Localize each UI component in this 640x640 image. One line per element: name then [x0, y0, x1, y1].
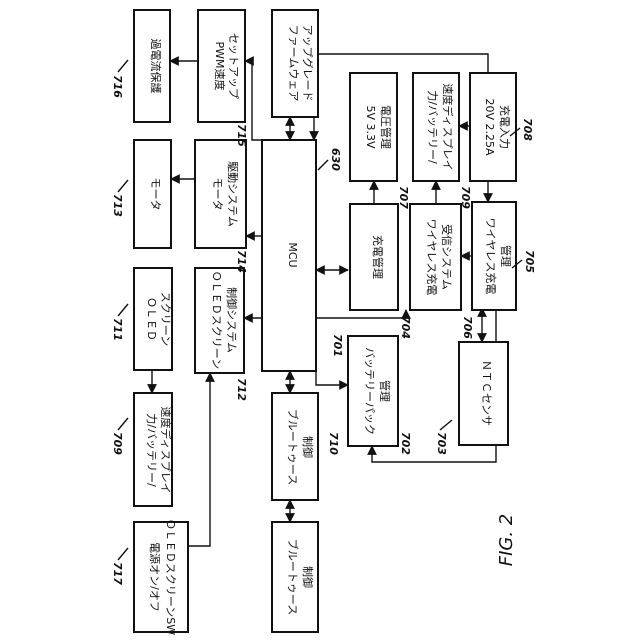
block-label-1: 電源オン/オフ [148, 542, 162, 612]
block-mcu: MCU [262, 140, 316, 371]
block-voltage-management: 5V 3.3V 電圧管理 [350, 73, 397, 181]
block-display-left: 力/バッテリー/ 速度ディスプレイ [134, 393, 173, 506]
ref-704: 704 [399, 316, 412, 339]
block-label-2: 受信システム [440, 224, 453, 290]
ref-705: 705 [523, 250, 536, 273]
block-overcurrent-protection: 過電流保護 [134, 10, 170, 122]
block-charge-input: 20V 2.25A 充電入力 [470, 73, 516, 181]
ref-714: 714 [235, 250, 248, 273]
ref-709-right: 709 [459, 186, 472, 209]
ref-710: 710 [327, 432, 340, 455]
block-label-1: ＯＬＥＤスクリーン [210, 271, 223, 369]
block-label: モータ [149, 178, 162, 211]
block-label: 充電管理 [371, 235, 385, 279]
block-oled-screen: ＯＬＥＤ スクリーン [134, 268, 172, 370]
block-label-2: 制御 [301, 436, 315, 458]
block-label-2: 電圧管理 [379, 105, 393, 149]
block-label-1: ブルートゥース [286, 409, 300, 485]
ref-630: 630 [329, 148, 342, 171]
block-label-1: ワイヤレス充電 [425, 219, 439, 296]
ref-703: 703 [435, 432, 448, 455]
figure-label: FIG. 2 [496, 514, 517, 567]
block-label-2: スクリーン [159, 292, 172, 346]
ref-706: 706 [461, 316, 474, 339]
block-label-2: セットアップ [227, 33, 240, 99]
block-ntc-sensor: ＮＴＣセンサ [459, 342, 508, 445]
block-label-1: 力/バッテリー/ [426, 90, 439, 164]
block-label-2: ＯＬＥＤスクリーンSW [164, 519, 177, 635]
ref-715: 715 [235, 124, 248, 147]
ref-709-left: 709 [111, 432, 124, 455]
block-motor: モータ [134, 140, 171, 248]
block-label-2: 管理 [499, 245, 513, 267]
block-pwm-speed-setup: PWM速度 セットアップ [198, 10, 245, 122]
block-charge-management: 充電管理 [350, 204, 398, 310]
block-label: MCU [286, 242, 299, 267]
block-label-1: ファームウェア [287, 25, 300, 102]
block-label-2: 管理 [378, 380, 392, 402]
block-label-1: バッテリーパック [363, 347, 376, 435]
block-label: 過電流保護 [149, 39, 163, 94]
block-bluetooth-control-2: ブルートゥース 制御 [272, 522, 318, 632]
block-label-2: 駆動システム [226, 161, 240, 227]
block-label-1: ブルートゥース [286, 539, 300, 615]
ref-716: 716 [111, 75, 124, 98]
block-wireless-management: ワイヤレス充電 管理 [472, 202, 516, 310]
ref-708: 708 [521, 118, 534, 141]
block-label-1: モータ [211, 178, 224, 211]
block-label-2: 制御システム [225, 287, 239, 353]
block-label-2: 充電入力 [498, 105, 512, 149]
ref-717: 717 [111, 562, 124, 585]
block-firmware-upgrade: ファームウェア アップグレード [272, 10, 318, 117]
block-display-right: 力/バッテリー/ 速度ディスプレイ [413, 73, 459, 181]
ref-712: 712 [235, 378, 248, 401]
block-label-1: ＯＬＥＤ [145, 297, 158, 341]
block-label-1: PWM速度 [213, 41, 227, 90]
block-wireless-receiver: ワイヤレス充電 受信システム [410, 204, 461, 310]
block-label-1: 力/バッテリー/ [145, 413, 158, 487]
block-motor-drive-system: モータ 駆動システム [195, 140, 246, 248]
block-label-2: 速度ディスプレイ [441, 83, 455, 170]
ref-713: 713 [111, 194, 124, 217]
block-label-1: 5V 3.3V [364, 105, 377, 149]
ref-701: 701 [331, 334, 344, 357]
block-bluetooth-control-1: ブルートゥース 制御 [272, 393, 318, 500]
block-label-1: ワイヤレス充電 [484, 218, 498, 295]
ref-711: 711 [111, 318, 124, 341]
block-label-1: 20V 2.25A [483, 98, 496, 156]
block-label-2: 速度ディスプレイ [159, 406, 173, 493]
block-power-switch: 電源オン/オフ ＯＬＥＤスクリーンSW [134, 519, 188, 635]
block-battery-pack-management: バッテリーパック 管理 [348, 336, 398, 446]
ref-702: 702 [399, 432, 412, 455]
block-oled-control-system: ＯＬＥＤスクリーン 制御システム [195, 268, 244, 373]
block-label-2: アップグレード [301, 25, 315, 102]
block-label: ＮＴＣセンサ [480, 360, 493, 426]
ref-707: 707 [397, 186, 410, 209]
block-label-2: 制御 [301, 566, 315, 588]
